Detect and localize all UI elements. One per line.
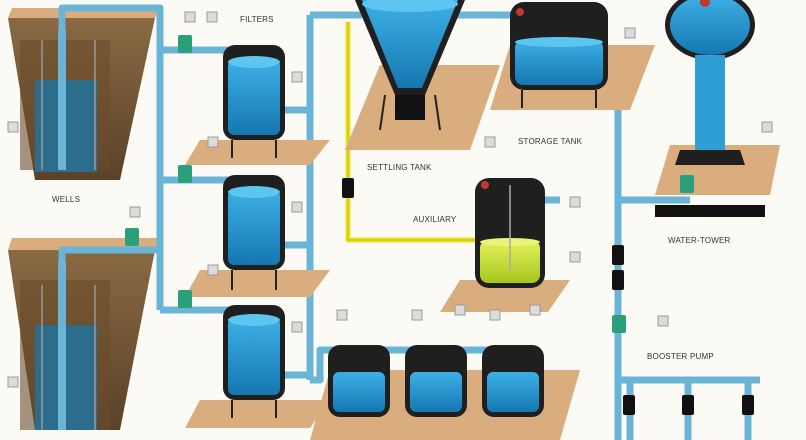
- settling-tank: [355, 0, 465, 131]
- booster-pump-label: BOOSTER PUMP: [647, 352, 714, 361]
- small-tank-1: [328, 345, 390, 417]
- water-tower-label: WATER-TOWER: [668, 236, 731, 245]
- indicator-markers: [7, 11, 773, 388]
- filter-tank-1: [223, 45, 285, 158]
- wells-label: WELLS: [52, 195, 81, 204]
- well-bottom: [8, 238, 160, 430]
- filter-tank-2: [223, 175, 285, 290]
- small-tank-2: [405, 345, 467, 417]
- auxiliary-label: AUXILIARY: [413, 215, 457, 224]
- storage-tank: [510, 2, 608, 108]
- settling-tank-label: SETTLING TANK: [367, 163, 432, 172]
- storage-tank-label: STORAGE TANK: [518, 137, 583, 146]
- water-tower: [655, 0, 765, 217]
- valves: [125, 35, 754, 415]
- small-tank-3: [482, 345, 544, 417]
- filters-label: FILTERS: [240, 15, 274, 24]
- chemical-line: [345, 22, 505, 243]
- auxiliary-tank: [475, 178, 545, 288]
- filter-tank-3: [223, 305, 285, 418]
- well-top: [8, 8, 160, 180]
